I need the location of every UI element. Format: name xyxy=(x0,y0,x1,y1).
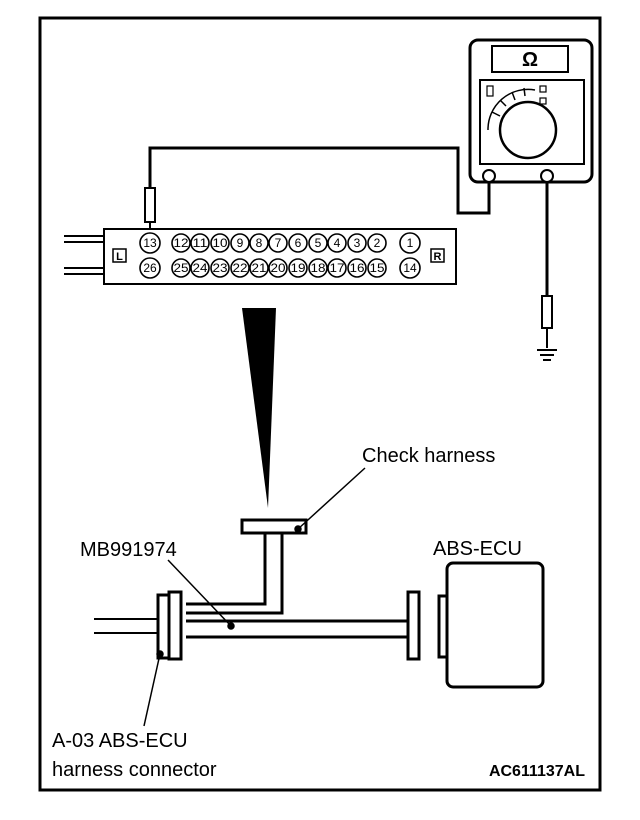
pin-26-label: 26 xyxy=(143,261,157,275)
pin-1-circle xyxy=(399,232,421,254)
pin-10-circle xyxy=(210,233,230,253)
pin-8-label: 8 xyxy=(256,236,263,250)
abs-ecu-unit xyxy=(445,561,545,689)
pin-17-label: 17 xyxy=(330,261,345,275)
diagram-frame xyxy=(38,16,602,792)
pin-21-circle xyxy=(249,258,269,278)
pin-4-label: 4 xyxy=(334,236,341,250)
pin-20-circle xyxy=(268,258,288,278)
probe-left xyxy=(144,187,156,223)
abs-ecu-label: ABS-ECU xyxy=(433,538,522,560)
pin-9-label: 9 xyxy=(237,236,244,250)
pin-8-circle xyxy=(249,233,269,253)
pin-17-circle xyxy=(327,258,347,278)
pin-4-circle xyxy=(327,233,347,253)
connector-side-l: L xyxy=(116,251,123,263)
check-harness-plate xyxy=(240,518,308,535)
pin-14-circle xyxy=(399,257,421,279)
pin-5-circle xyxy=(308,233,328,253)
pin-16-circle xyxy=(347,258,367,278)
pointer-wedge xyxy=(242,308,276,508)
harness-connector-label-line1: A-03 ABS-ECU xyxy=(52,730,188,752)
pin-24-circle xyxy=(190,258,210,278)
pin-3-circle xyxy=(347,233,367,253)
check-harness-label: Check harness xyxy=(362,445,495,467)
pin-23-circle xyxy=(210,258,230,278)
pin-18-label: 18 xyxy=(311,261,326,275)
meter-jack-com xyxy=(482,169,496,183)
harness-connector xyxy=(156,593,171,660)
connector-side-r: R xyxy=(434,251,442,263)
pin-25-label: 25 xyxy=(174,261,189,275)
pin-24-label: 24 xyxy=(193,261,208,275)
tool-connector-left xyxy=(167,590,183,661)
pin-19-label: 19 xyxy=(291,261,306,275)
ohm-symbol: Ω xyxy=(522,49,538,71)
meter-jack-v-ohm xyxy=(540,169,554,183)
pin-15-circle xyxy=(367,258,387,278)
ohmmeter: Ω xyxy=(468,38,594,184)
pin-2-circle xyxy=(367,233,387,253)
figure-code: AC611137AL xyxy=(489,763,585,780)
pin-7-label: 7 xyxy=(275,236,282,250)
tool-number-label: MB991974 xyxy=(80,539,177,561)
pin-20-label: 20 xyxy=(271,261,286,275)
pin-11-label: 11 xyxy=(193,236,208,250)
pin-22-label: 22 xyxy=(233,261,248,275)
pin-6-label: 6 xyxy=(295,236,302,250)
pin-16-label: 16 xyxy=(350,261,365,275)
test-lead-left xyxy=(148,146,491,215)
ground-symbol xyxy=(537,349,557,361)
pin-12-label: 12 xyxy=(174,236,189,250)
pin-23-label: 23 xyxy=(213,261,228,275)
meter-display xyxy=(491,45,569,73)
pin-7-circle xyxy=(268,233,288,253)
pin-1-label: 1 xyxy=(407,236,414,250)
pin-11-circle xyxy=(190,233,210,253)
pin-3-label: 3 xyxy=(354,236,361,250)
pin-19-circle xyxy=(288,258,308,278)
harness-connector-label-line2: harness connector xyxy=(52,759,217,781)
pin-18-circle xyxy=(308,258,328,278)
meter-dial xyxy=(498,100,558,160)
pin-5-label: 5 xyxy=(315,236,322,250)
pin-12-circle xyxy=(171,233,191,253)
pin-21-label: 21 xyxy=(252,261,267,275)
pin-13-label: 13 xyxy=(143,236,157,250)
check-harness-assembly xyxy=(94,518,449,661)
pin-14-label: 14 xyxy=(403,261,417,275)
pin-9-circle xyxy=(230,233,250,253)
probe-right xyxy=(541,295,553,329)
pin-6-circle xyxy=(288,233,308,253)
pin-22-circle xyxy=(230,258,250,278)
pin-2-label: 2 xyxy=(374,236,381,250)
pin-26-circle xyxy=(139,257,161,279)
tool-connector-right xyxy=(406,590,421,661)
pin-10-label: 10 xyxy=(213,236,228,250)
pin-25-circle xyxy=(171,258,191,278)
pin-15-label: 15 xyxy=(370,261,385,275)
pin-13-circle xyxy=(139,232,161,254)
